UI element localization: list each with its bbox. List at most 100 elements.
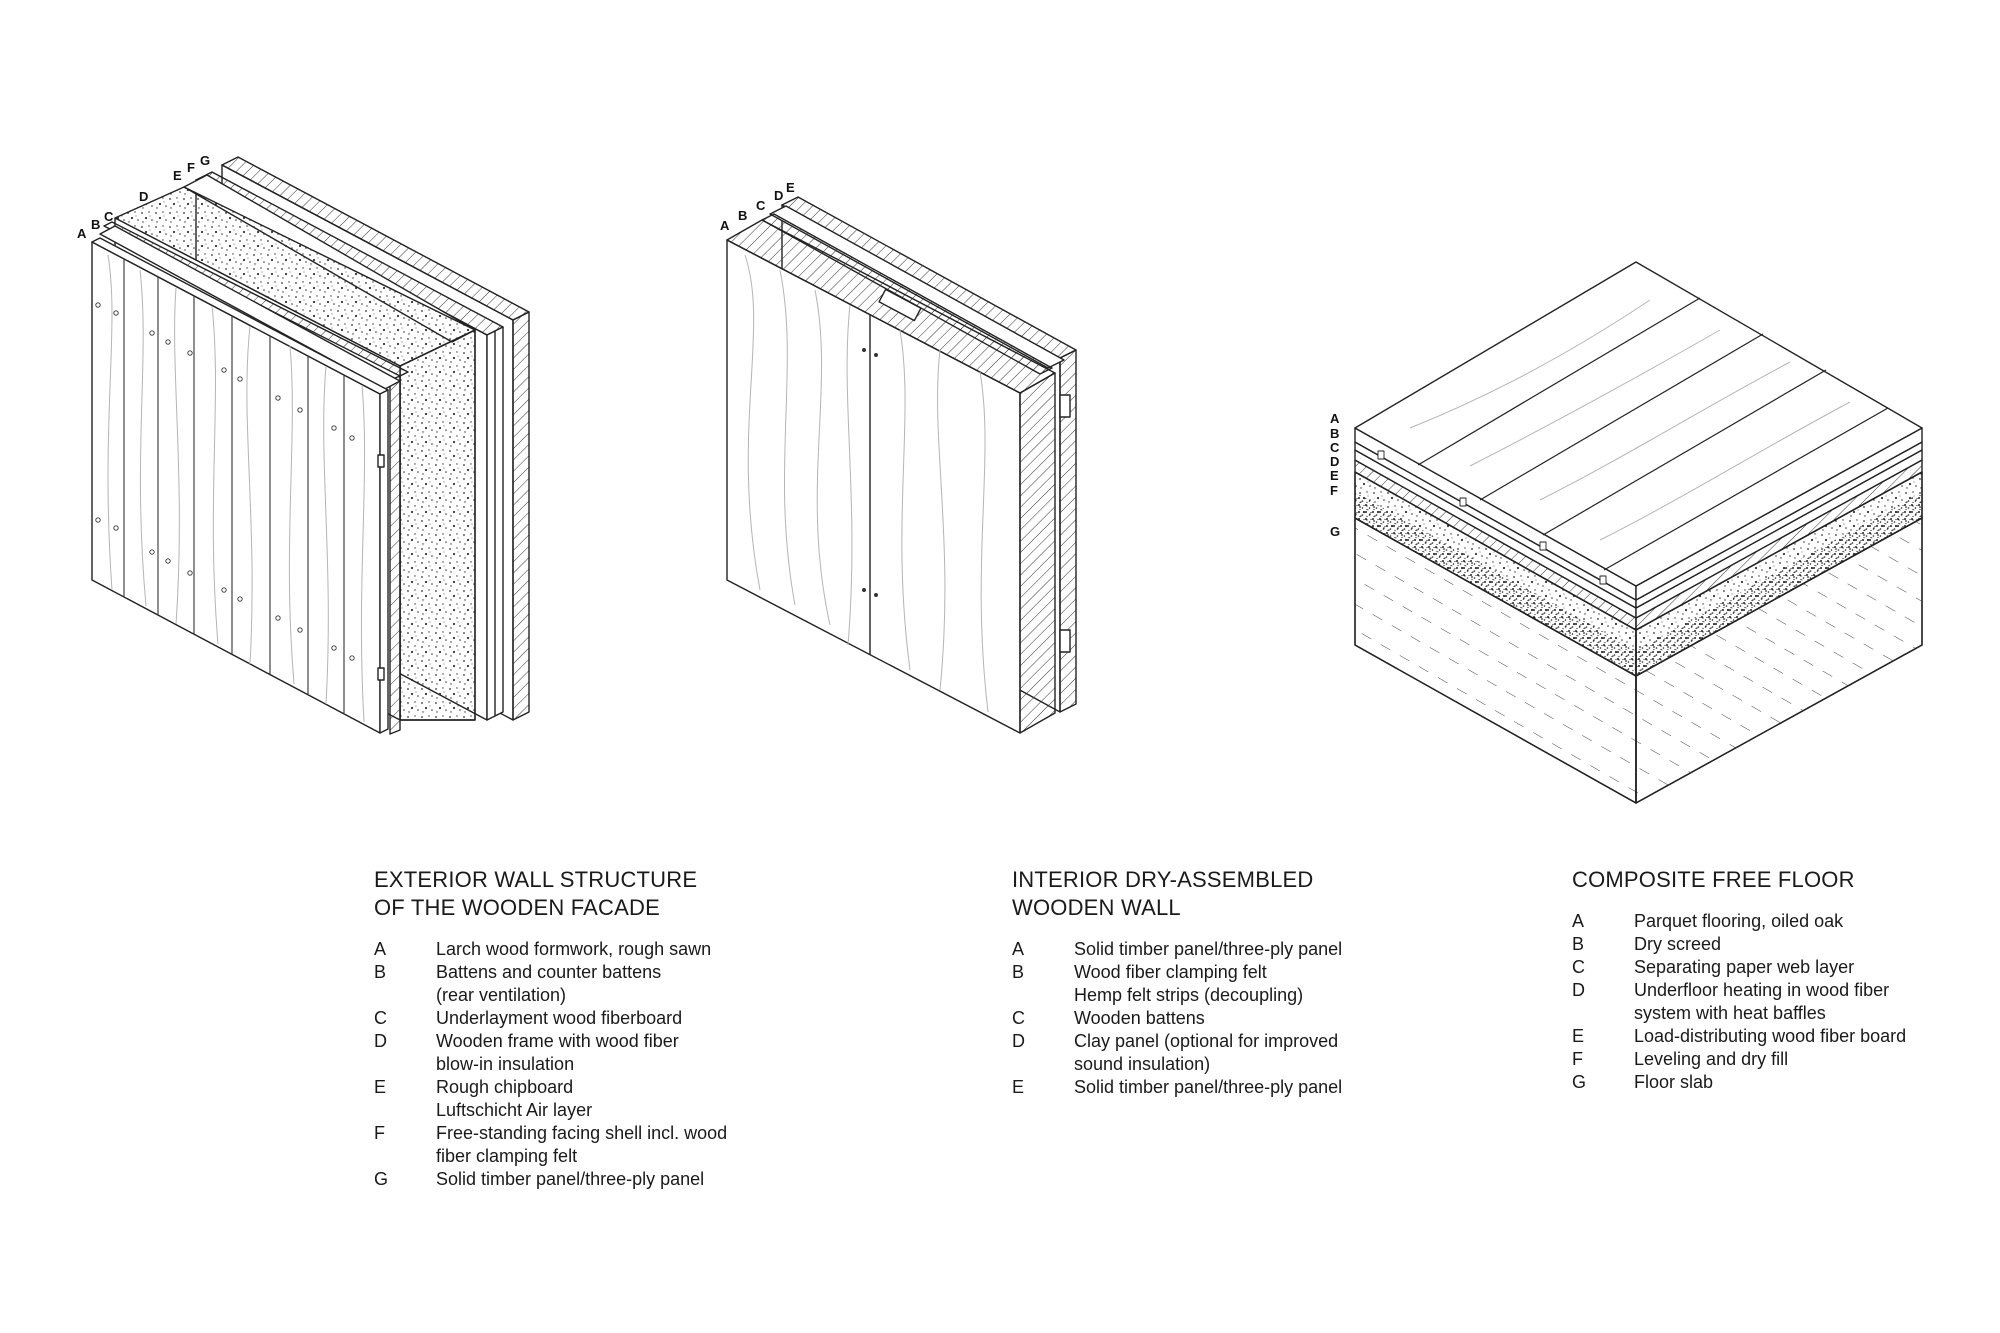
legend-item: B Battens and counter battens (rear ventil… [374,961,794,1007]
legend-letter: C [1572,957,1585,977]
exterior-wall-drawing [91,156,530,735]
int-tag-b: B [738,208,747,223]
interior-wall-title: INTERIOR DRY-ASSEMBLED WOODEN WALL [1012,866,1432,922]
legend-text: Wooden battens [1074,1008,1205,1028]
legend-letter: B [1572,934,1585,954]
title-line: INTERIOR DRY-ASSEMBLED [1012,867,1314,892]
legend-text: Solid timber panel/three-ply panel [1074,1077,1343,1097]
legend-text: Hemp felt strips (decoupling) [1074,985,1304,1005]
legend-letter: D [1572,980,1585,1000]
legend-item: F Free-standing facing shell incl. wood fi… [374,1122,794,1168]
legend-letter: B [1012,962,1025,982]
legend-text: Wooden frame with wood fiber [436,1031,679,1051]
legend-text: (rear ventilation) [436,985,567,1005]
floor-tag-c: C [1330,440,1340,455]
legend-item: E Solid timber panel/three-ply panel [1012,1076,1432,1099]
legend-text: Solid timber panel/three-ply panel [1074,939,1343,959]
title-line: OF THE WOODEN FACADE [374,895,660,920]
legend-text: Leveling and dry fill [1634,1049,1789,1069]
legend-text: system with heat baffles [1634,1003,1826,1023]
legend-letter: D [374,1031,387,1051]
legend-item: D Wooden frame with wood fiber blow-in ins… [374,1030,794,1076]
legend-letter: E [374,1077,387,1097]
legend-item: E Load-distributing wood fiber board [1572,1025,1982,1048]
legend-letter: C [374,1008,387,1028]
legend-text: fiber clamping felt [436,1146,578,1166]
legend-text: Separating paper web layer [1634,957,1855,977]
legend-letter: F [1572,1049,1583,1069]
legend-item: A Parquet flooring, oiled oak [1572,910,1982,933]
interior-wall-drawing [726,196,1077,734]
legend-letter: B [374,962,387,982]
legend-text: sound insulation) [1074,1054,1211,1074]
legend-item: F Leveling and dry fill [1572,1048,1982,1071]
legend-letter: G [374,1169,389,1189]
legend-letter: G [1572,1072,1587,1092]
legend-text: Parquet flooring, oiled oak [1634,911,1844,931]
floor-title: COMPOSITE FREE FLOOR [1572,866,1982,894]
ext-tag-d: D [139,189,148,204]
legend-text: Battens and counter battens [436,962,662,982]
legend-item: A Solid timber panel/three-ply panel [1012,938,1432,961]
interior-wall-legend: INTERIOR DRY-ASSEMBLED WOODEN WALL A Soli… [1012,866,1432,1099]
floor-tag-a: A [1330,411,1340,426]
legend-letter: A [1572,911,1585,931]
ext-tag-c: C [104,209,114,224]
ext-tag-f: F [187,160,195,175]
ext-tag-e: E [173,168,182,183]
legend-letter: C [1012,1008,1025,1028]
title-line: WOODEN WALL [1012,895,1181,920]
legend-text: Load-distributing wood fiber board [1634,1026,1907,1046]
legend-text: Luftschicht Air layer [436,1100,593,1120]
floor-tag-e: E [1330,468,1339,483]
floor-tag-g: G [1330,524,1340,539]
legend-text: Solid timber panel/three-ply panel [436,1169,705,1189]
int-tag-a: A [720,218,730,233]
legend-item: G Floor slab [1572,1071,1982,1094]
legend-item: A Larch wood formwork, rough sawn [374,938,794,961]
legend-text: Clay panel (optional for improved [1074,1031,1339,1051]
floor-legend: COMPOSITE FREE FLOOR A Parquet flooring, … [1572,866,1982,1094]
legend-item: G Solid timber panel/three-ply panel [374,1168,794,1191]
ext-tag-g: G [200,153,210,168]
legend-text: blow-in insulation [436,1054,575,1074]
ext-tag-b: B [91,217,100,232]
int-tag-e: E [786,180,795,195]
exterior-wall-title: EXTERIOR WALL STRUCTURE OF THE WOODEN FA… [374,866,794,922]
exterior-wall-layer-tags: A B C D E F G [77,153,210,241]
legend-text: Free-standing facing shell incl. wood [436,1123,728,1143]
int-tag-d: D [774,188,783,203]
legend-letter: A [1012,939,1025,959]
legend-letter: E [1572,1026,1585,1046]
interior-wall-layer-tags: A B C D E [720,180,795,233]
floor-layer-tags: A B C D E F G [1330,411,1340,539]
floor-drawing [1354,261,1923,804]
legend-item: C Separating paper web layer [1572,956,1982,979]
legend-text: Larch wood formwork, rough sawn [436,939,712,959]
floor-tag-d: D [1330,454,1339,469]
legend-text: Wood fiber clamping felt [1074,962,1267,982]
legend-letter: A [374,939,387,959]
legend-letter: E [1012,1077,1025,1097]
floor-tag-b: B [1330,426,1339,441]
title-line: EXTERIOR WALL STRUCTURE [374,867,698,892]
legend-item: B Dry screed [1572,933,1982,956]
legend-letter: F [374,1123,385,1143]
legend-text: Dry screed [1634,934,1722,954]
legend-item: C Underlayment wood fiberboard [374,1007,794,1030]
legend-text: Underfloor heating in wood fiber [1634,980,1890,1000]
exterior-wall-legend: EXTERIOR WALL STRUCTURE OF THE WOODEN FA… [374,866,794,1191]
title-line: COMPOSITE FREE FLOOR [1572,867,1855,892]
legend-item: D Underfloor heating in wood fiber system … [1572,979,1982,1025]
floor-tag-f: F [1330,483,1338,498]
legend-text: Rough chipboard [436,1077,574,1097]
legend-text: Underlayment wood fiberboard [436,1008,683,1028]
legend-text: Floor slab [1634,1072,1714,1092]
ext-tag-a: A [77,226,87,241]
int-tag-c: C [756,198,766,213]
legend-item: C Wooden battens [1012,1007,1432,1030]
